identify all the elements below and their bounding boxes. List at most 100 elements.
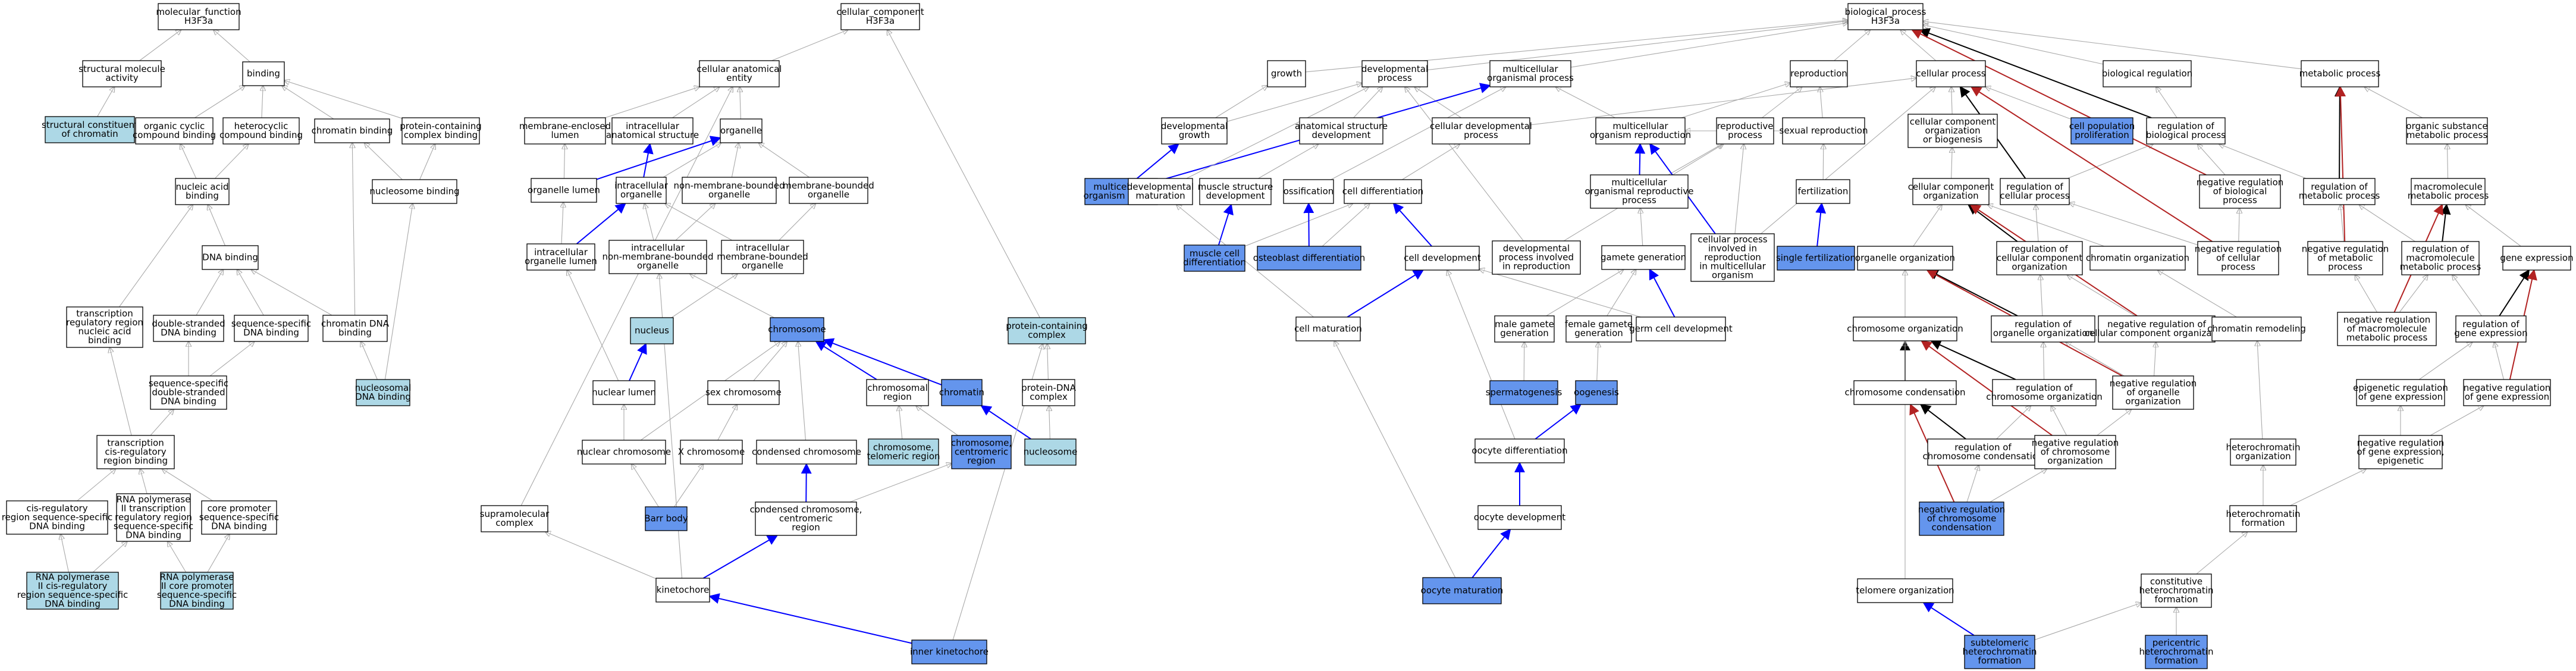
node-nuclear-chrom[interactable]: nuclear chromosome xyxy=(577,440,671,465)
node-cell-maturation[interactable]: cell maturation xyxy=(1294,316,1362,341)
node-telomere-org[interactable]: telomere organization xyxy=(1856,578,1954,603)
node-osteoblast-diff[interactable]: osteoblast differentiation xyxy=(1253,246,1365,271)
node-fertilization[interactable]: fertilization xyxy=(1796,179,1850,204)
node-oocyte-dev[interactable]: oocyte development xyxy=(1474,505,1565,530)
node-telomeric-region[interactable]: chromosome,telomeric region xyxy=(867,438,940,466)
node-cell-development[interactable]: cell development xyxy=(1404,246,1481,271)
node-germ-cell-dev[interactable]: germ cell development xyxy=(1629,316,1733,341)
node-cell-diff[interactable]: cell differentiation xyxy=(1342,179,1423,204)
node-cellular-process[interactable]: cellular process xyxy=(1916,60,1986,87)
node-chromatin-org[interactable]: chromatin organization xyxy=(2086,246,2189,271)
node-chromosome-org[interactable]: chromosome organization xyxy=(1847,316,1963,341)
node-oocyte-diff[interactable]: oocyte differentiation xyxy=(1471,438,1568,463)
node-bio-regulation[interactable]: biological regulation xyxy=(2102,60,2192,87)
node-kinetochore[interactable]: kinetochore xyxy=(655,578,710,603)
node-nuclear-lumen[interactable]: nuclear lumen xyxy=(592,380,656,405)
node-sex-chrom[interactable]: sex chromosome xyxy=(705,380,782,405)
node-ossification[interactable]: ossification xyxy=(1283,179,1334,204)
node-sexual-repro[interactable]: sexual reproduction xyxy=(1780,117,1868,145)
node-dna-binding[interactable]: DNA binding xyxy=(202,245,259,270)
node-nucleosome-binding[interactable]: nucleosome binding xyxy=(369,179,460,204)
node-chrom-binding[interactable]: chromatin binding xyxy=(312,118,393,143)
node-gene-expression[interactable]: gene expression xyxy=(2500,246,2574,271)
node-spermatogenesis[interactable]: spermatogenesis xyxy=(1486,380,1562,405)
node-single-fert[interactable]: single fertilization xyxy=(1776,246,1856,271)
node-reproduction[interactable]: reproduction xyxy=(1790,60,1848,87)
node-binding[interactable]: binding xyxy=(242,61,285,86)
node-x-chrom[interactable]: X chromosome xyxy=(678,440,745,465)
node-chromatin[interactable]: chromatin xyxy=(939,379,984,406)
node-oogenesis[interactable]: oogenesis xyxy=(1574,380,1619,405)
node-chrom-condensation[interactable]: chromosome condensation xyxy=(1844,380,1966,405)
node-metabolic-process[interactable]: metabolic process xyxy=(2299,60,2381,87)
node-chromosome[interactable]: chromosome xyxy=(768,317,826,342)
node-organelle[interactable]: organelle xyxy=(720,118,763,143)
